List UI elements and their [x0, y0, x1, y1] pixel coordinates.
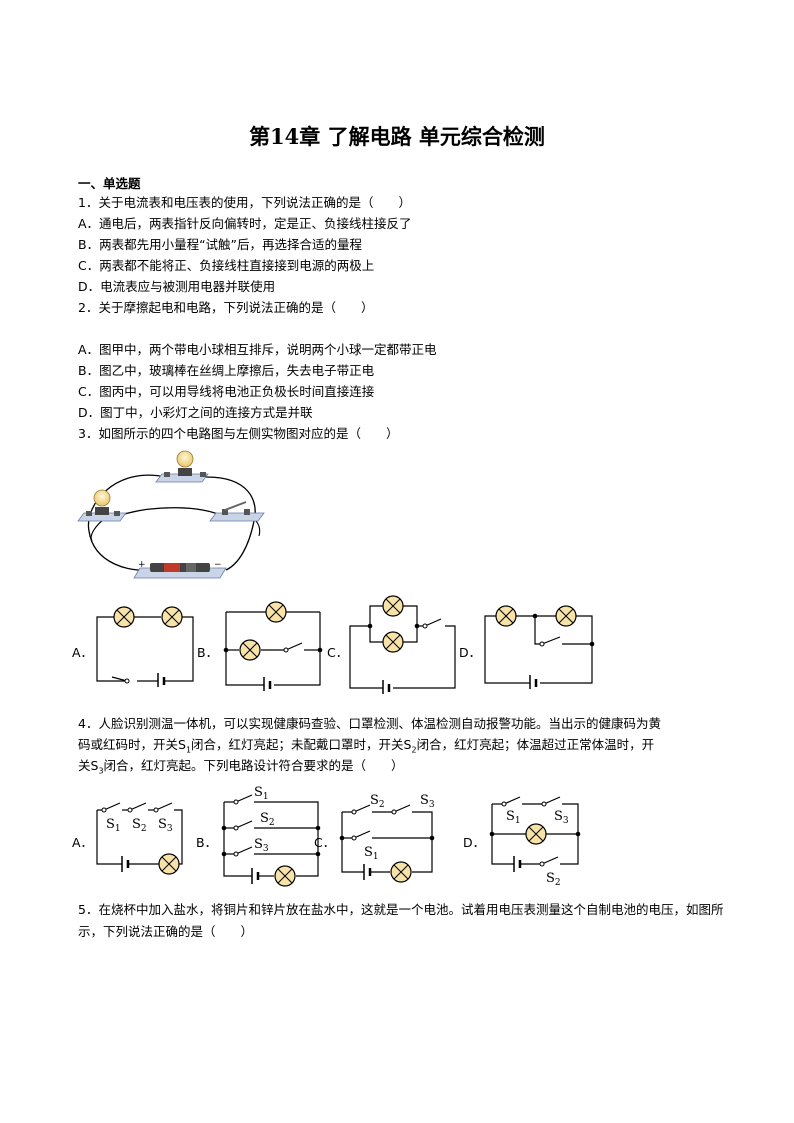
q1-stem: 1．关于电流表和电压表的使用，下列说法正确的是（ ）: [78, 195, 411, 210]
q3-circuit-c: [349, 595, 456, 694]
lamp-symbol: [390, 861, 412, 883]
q4-stem-line2: 码或红码时，开关S1闭合，红灯亮起；未配戴口罩时，开关S2闭合，红灯亮起；体温超…: [78, 737, 655, 755]
q2-stem: 2．关于摩擦起电和电路，下列说法正确的是（ ）: [78, 300, 374, 315]
svg-text:S3: S3: [420, 793, 435, 810]
lamp-symbol: [382, 631, 404, 653]
q2-option-a: A．图甲中，两个带电小球相互排斥，说明两个小球一定都带正电: [78, 342, 437, 357]
q1-option-c: C．两表都不能将正、负接线柱直接接到电源的两极上: [78, 258, 375, 273]
q4-circuit-d: S1 S3 S2: [489, 796, 581, 888]
page-title: 第14章 了解电路 单元综合检测: [249, 124, 545, 149]
svg-text:S1: S1: [106, 817, 121, 834]
svg-text:S2: S2: [132, 817, 147, 834]
svg-text:S1: S1: [254, 785, 269, 802]
lamp-symbol: [158, 853, 180, 875]
lamp-symbol: [113, 606, 135, 628]
physical-circuit-figure: + −: [77, 450, 265, 579]
svg-text:S2: S2: [370, 793, 385, 810]
left-lamp: [77, 489, 127, 522]
lamp-symbol: [265, 601, 287, 623]
svg-text:S1: S1: [364, 845, 379, 862]
q4-circuit-c: S2 S3 S1: [339, 793, 435, 883]
q5-stem: 5．在烧杯中加入盐水，将铜片和锌片放在盐水中，这就是一个电池。试着用电压表测量这…: [78, 902, 724, 939]
q4-circuit-a: S1 S2 S3: [96, 802, 183, 875]
q3-circuit-b: [223, 601, 323, 691]
section-heading: 一、单选题: [78, 176, 141, 191]
q4-label-c: C．: [314, 835, 336, 850]
q4-circuit-b: S1 S2 S3: [221, 785, 321, 887]
lamp-symbol: [161, 606, 183, 628]
lamp-symbol: [525, 823, 547, 845]
q3-label-b: B．: [197, 645, 219, 660]
svg-text:S3: S3: [554, 809, 569, 826]
battery-holder: + −: [133, 560, 227, 579]
q4-stem-line1: 4．人脸识别测温一体机，可以实现健康码查验、口罩检测、体温检测自动报警功能。当出…: [78, 716, 661, 731]
lamp-symbol: [382, 595, 404, 617]
lamp-symbol: [274, 865, 296, 887]
q4-label-a: A．: [72, 835, 94, 850]
q3-label-d: D．: [459, 645, 482, 660]
lamp-symbol: [239, 639, 261, 661]
lamp-symbol: [555, 605, 577, 627]
svg-text:S2: S2: [260, 811, 275, 828]
battery-plus-label: +: [138, 560, 146, 570]
q1-option-b: B．两表都先用小量程“试触”后，再选择合适的量程: [78, 237, 363, 252]
q4-label-b: B．: [196, 835, 218, 850]
q1-option-a: A．通电后，两表指针反向偏转时，定是正、负接线柱接反了: [78, 216, 412, 231]
top-lamp: [155, 450, 209, 483]
knife-switch: [209, 501, 265, 522]
q3-stem: 3．如图所示的四个电路图与左侧实物图对应的是（ ）: [78, 426, 399, 441]
svg-text:S1: S1: [506, 809, 521, 826]
q2-option-b: B．图乙中，玻璃棒在丝绸上摩擦后，失去电子带正电: [78, 363, 375, 378]
q2-option-d: D．图丁中，小彩灯之间的连接方式是并联: [78, 405, 313, 420]
q1-option-d: D．电流表应与被测用电器并联使用: [78, 279, 276, 294]
q4-stem-line3: 关S3闭合，红灯亮起。下列电路设计符合要求的是（ ）: [78, 758, 404, 776]
svg-text:S2: S2: [546, 871, 561, 888]
q4-label-d: D．: [463, 835, 486, 850]
q3-circuit-d: [484, 605, 595, 689]
q3-label-a: A．: [72, 645, 94, 660]
lamp-symbol: [495, 605, 517, 627]
svg-text:S3: S3: [158, 817, 173, 834]
svg-text:S3: S3: [254, 837, 269, 854]
q3-label-c: C．: [327, 645, 349, 660]
battery-minus-label: −: [214, 560, 222, 570]
q2-option-c: C．图丙中，可以用导线将电池正负极长时间直接连接: [78, 384, 375, 399]
q3-circuit-a: [96, 606, 194, 687]
